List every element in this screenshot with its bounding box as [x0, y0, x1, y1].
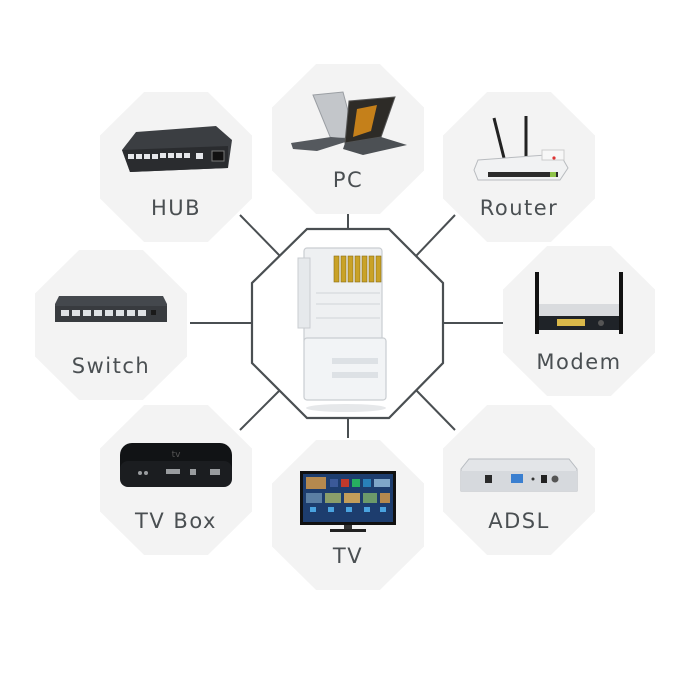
node-tvbox[interactable]: tv TV Box: [100, 405, 252, 555]
hub-device-icon: [122, 126, 232, 172]
rj45-plug-icon: [297, 247, 387, 412]
node-label: ADSL: [488, 509, 550, 533]
router-icon: [473, 116, 569, 181]
node-adsl[interactable]: ADSL: [443, 405, 595, 555]
switch-device-icon: [55, 296, 167, 322]
node-pc[interactable]: PC: [272, 64, 424, 214]
modem-icon: [535, 272, 623, 334]
node-switch[interactable]: Switch: [35, 250, 187, 400]
node-hub[interactable]: HUB: [100, 92, 252, 242]
svg-text:tv: tv: [172, 450, 182, 460]
line-to-router: [415, 214, 456, 257]
tv-box-icon: tv: [120, 443, 232, 487]
node-label: HUB: [150, 196, 202, 220]
octagon-background: [35, 250, 187, 400]
node-label: Switch: [71, 354, 151, 378]
line-to-hub: [239, 214, 281, 257]
node-label: Router: [479, 196, 559, 220]
adsl-modem-icon: [460, 458, 578, 492]
line-to-tvbox: [239, 389, 281, 431]
node-router[interactable]: Router: [443, 92, 595, 242]
node-modem[interactable]: Modem: [503, 246, 655, 396]
node-label: TV Box: [135, 509, 217, 533]
node-label: Modem: [536, 350, 622, 374]
line-to-adsl: [415, 389, 456, 431]
television-icon: [300, 471, 396, 532]
laptop-icon: [291, 91, 407, 155]
node-label: TV: [332, 544, 364, 568]
node-tv[interactable]: TV: [272, 440, 424, 590]
node-label: PC: [332, 168, 364, 192]
